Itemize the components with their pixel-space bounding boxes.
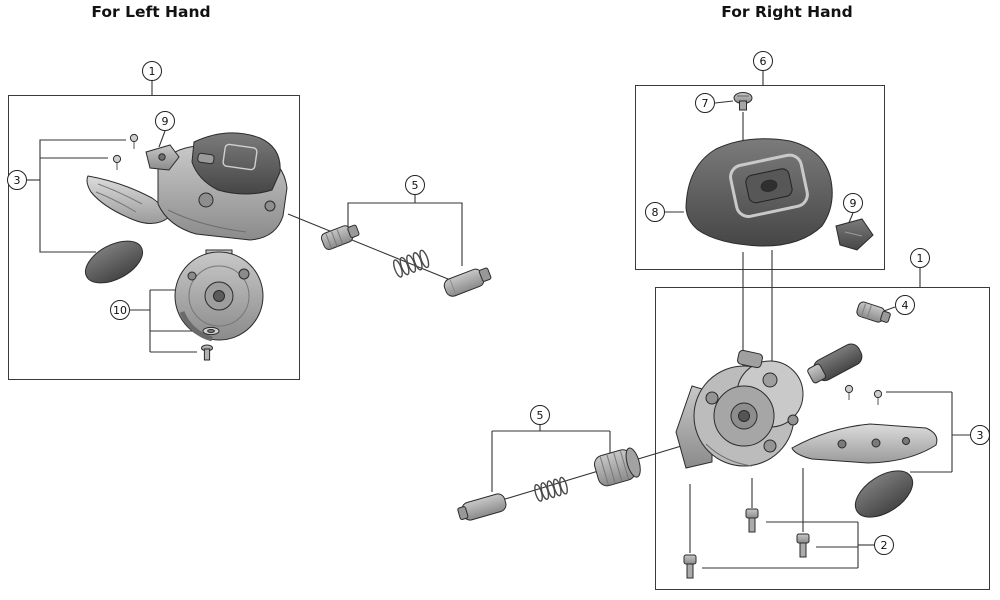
- callout-7-right: 7: [695, 93, 715, 113]
- callout-10-left: 10: [110, 300, 130, 320]
- left-section-title: For Left Hand: [91, 3, 211, 21]
- right-section-title: For Right Hand: [721, 3, 853, 21]
- left-takeup-disc: [174, 249, 264, 342]
- right-screw-a: [844, 384, 854, 394]
- right-spring: [534, 476, 568, 502]
- right-cable-drum: [593, 447, 641, 487]
- callout-1-right: 1: [910, 248, 930, 268]
- callout-3-left: 3: [7, 170, 27, 190]
- right-cover-drawing: [685, 92, 874, 251]
- left-cover: [191, 132, 281, 195]
- callout-8-right: 8: [645, 202, 665, 222]
- callout-9-left: 9: [155, 111, 175, 131]
- left-disc-screw: [201, 344, 213, 361]
- left-shifter-drawing: [84, 132, 492, 361]
- right-shifter-drawing: [457, 301, 938, 579]
- cover-screw: [733, 92, 753, 111]
- right-screw-b: [873, 389, 883, 399]
- left-lever-arm: [86, 175, 169, 224]
- left-cable-barrel: [320, 224, 360, 250]
- clamp-bolt-c: [683, 554, 697, 579]
- right-group-box: [655, 287, 990, 590]
- right-main-lever: [791, 423, 938, 464]
- right-mechanism: [675, 349, 804, 469]
- callout-2-right: 2: [874, 535, 894, 555]
- right-adjuster-barrel: [856, 301, 891, 323]
- callout-4-right: 4: [895, 295, 915, 315]
- callout-3-right: 3: [970, 425, 990, 445]
- right-lever-pad: [854, 470, 914, 518]
- left-fixing-bolt: [443, 267, 492, 297]
- left-washer: [202, 326, 220, 336]
- left-lever-pad: [84, 240, 144, 284]
- clamp-bolt-a: [745, 508, 759, 533]
- callout-5-right: 5: [530, 405, 550, 425]
- callout-6-right: 6: [753, 51, 773, 71]
- left-group-box: [8, 95, 300, 380]
- callout-1-left: 1: [142, 61, 162, 81]
- left-spring: [392, 249, 430, 278]
- right-fixing-bolt: [457, 493, 507, 521]
- callout-9-right: 9: [843, 193, 863, 213]
- left-screw-b: [112, 154, 122, 164]
- leader-lines: [27, 71, 970, 569]
- clamp-bolt-b: [796, 533, 810, 558]
- left-screw-a: [129, 133, 139, 143]
- right-release-lever: [807, 343, 863, 384]
- right-cover-group-box: [635, 85, 885, 270]
- callout-5-left: 5: [405, 175, 425, 195]
